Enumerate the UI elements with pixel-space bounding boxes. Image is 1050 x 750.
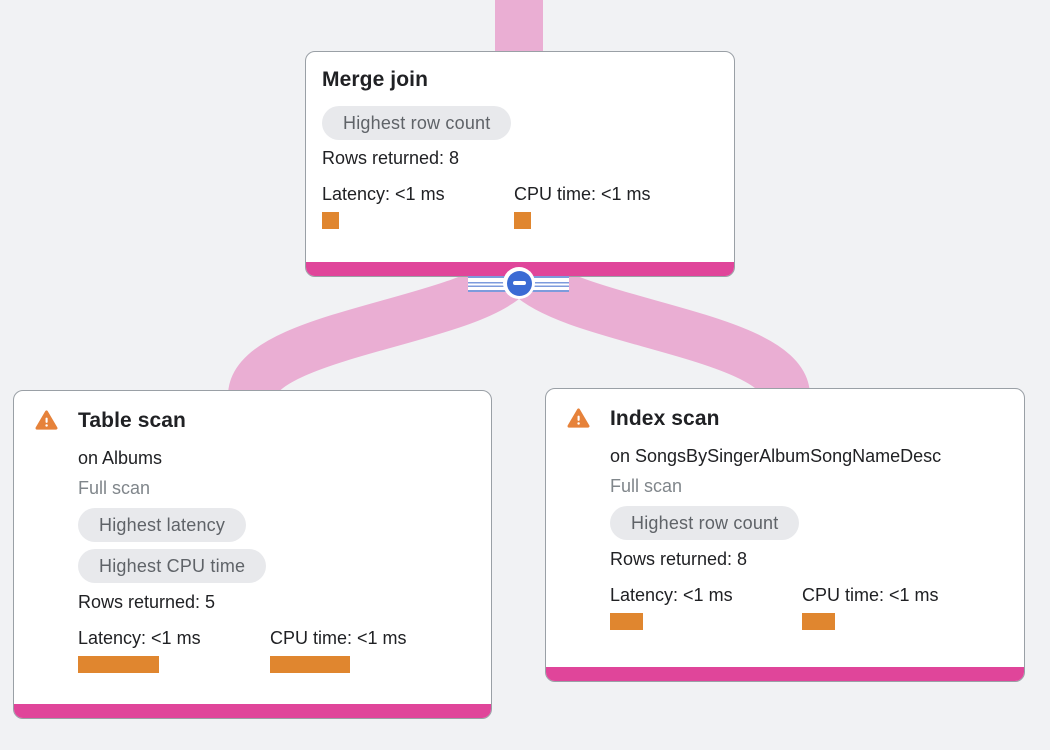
- latency-bar: [610, 613, 643, 630]
- badge-highest-cpu-time: Highest CPU time: [78, 549, 267, 583]
- node-subtitle: on Albums: [78, 448, 163, 468]
- badge-highest-latency: Highest latency: [78, 508, 247, 542]
- warning-icon: [567, 408, 590, 428]
- node-subtitle: on SongsBySingerAlbumSongNameDesc: [610, 446, 942, 466]
- latency-bar: [322, 212, 339, 229]
- node-qualifier: Full scan: [78, 478, 151, 498]
- latency-label: Latency: <1 ms: [322, 184, 445, 204]
- badge-highest-row-count: Highest row count: [610, 506, 800, 540]
- edge-from-parent: [495, 0, 543, 53]
- warning-icon: [35, 410, 58, 430]
- node-title: Table scan: [78, 409, 186, 432]
- cpu-time-label: CPU time: <1 ms: [514, 184, 651, 204]
- node-footer-accent: [14, 704, 491, 718]
- cpu-time-label: CPU time: <1 ms: [802, 585, 939, 605]
- rows-returned: Rows returned: 8: [322, 148, 460, 168]
- node-footer-accent: [546, 667, 1024, 681]
- cpu-time-bar: [802, 613, 835, 630]
- rows-returned: Rows returned: 5: [78, 592, 216, 612]
- collapse-button[interactable]: [503, 267, 535, 299]
- node-card-table-scan[interactable]: Table scan on Albums Full scan Highest l…: [13, 390, 492, 719]
- edge-to-table-scan: [228, 257, 526, 401]
- badge-highest-row-count: Highest row count: [322, 106, 512, 140]
- edge-to-index-scan: [512, 257, 810, 401]
- cpu-time-bar: [270, 656, 350, 673]
- collapse-disc: [506, 270, 532, 296]
- rows-returned: Rows returned: 8: [610, 549, 748, 569]
- node-qualifier: Full scan: [610, 476, 683, 496]
- minus-icon: [512, 281, 526, 285]
- node-card-index-scan[interactable]: Index scan on SongsBySingerAlbumSongName…: [545, 388, 1025, 682]
- node-card-merge-join[interactable]: Merge join Highest row count Rows return…: [305, 51, 735, 277]
- latency-label: Latency: <1 ms: [610, 585, 733, 605]
- node-title: Index scan: [610, 407, 720, 430]
- cpu-time-label: CPU time: <1 ms: [270, 628, 407, 648]
- latency-bar: [78, 656, 159, 673]
- latency-label: Latency: <1 ms: [78, 628, 201, 648]
- node-title: Merge join: [322, 68, 429, 91]
- cpu-time-bar: [514, 212, 531, 229]
